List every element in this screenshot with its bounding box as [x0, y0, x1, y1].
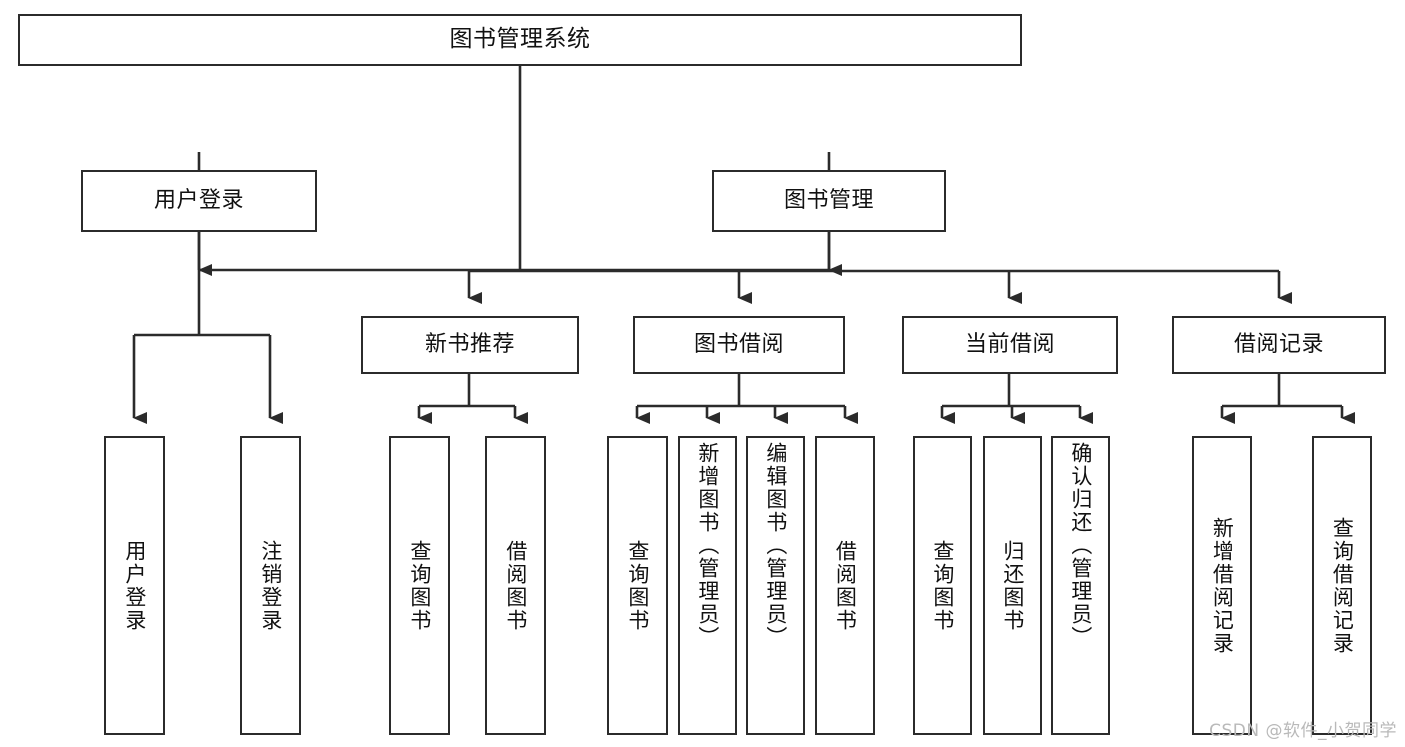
node-book-management[interactable]: 图书管理 — [712, 170, 946, 232]
csdn-watermark: CSDN @软件_小贺同学 — [1209, 721, 1397, 741]
node-leaf-borrow-book[interactable]: 借阅图书 — [815, 436, 875, 735]
node-leaf-logout-login[interactable]: 注销登录 — [240, 436, 301, 735]
node-current-borrow[interactable]: 当前借阅 — [902, 316, 1118, 374]
node-leaf-borrow-book-recommend[interactable]: 借阅图书 — [485, 436, 546, 735]
node-leaf-logout-login-label: 注销登录 — [258, 539, 283, 632]
node-leaf-query-book-recommend[interactable]: 查询图书 — [389, 436, 450, 735]
node-leaf-add-borrow-record[interactable]: 新增借阅记录 — [1192, 436, 1252, 735]
node-leaf-edit-book-admin-label: 编辑图书（管理员） — [763, 442, 788, 649]
node-root-label: 图书管理系统 — [449, 26, 591, 53]
node-leaf-add-book-admin[interactable]: 新增图书（管理员） — [678, 436, 737, 735]
node-user-login[interactable]: 用户登录 — [81, 170, 317, 232]
node-new-book-recommend[interactable]: 新书推荐 — [361, 316, 579, 374]
node-leaf-return-book[interactable]: 归还图书 — [983, 436, 1042, 735]
node-leaf-confirm-return-admin-label: 确认归还（管理员） — [1068, 442, 1093, 649]
node-leaf-edit-book-admin[interactable]: 编辑图书（管理员） — [746, 436, 805, 735]
node-leaf-borrow-book-label: 借阅图书 — [833, 539, 858, 632]
node-borrow-records-label: 借阅记录 — [1233, 331, 1324, 357]
node-leaf-add-borrow-record-label: 新增借阅记录 — [1210, 516, 1235, 655]
node-user-login-label: 用户登录 — [153, 187, 244, 213]
node-book-borrow[interactable]: 图书借阅 — [633, 316, 845, 374]
node-leaf-user-login-label: 用户登录 — [122, 539, 147, 632]
node-leaf-query-book-borrow-label: 查询图书 — [625, 539, 650, 632]
node-new-book-recommend-label: 新书推荐 — [424, 331, 515, 357]
node-leaf-query-borrow-record-label: 查询借阅记录 — [1330, 516, 1355, 655]
node-leaf-query-book-current-label: 查询图书 — [930, 539, 955, 632]
node-current-borrow-label: 当前借阅 — [964, 331, 1055, 357]
node-leaf-query-book-borrow[interactable]: 查询图书 — [607, 436, 668, 735]
node-leaf-add-book-admin-label: 新增图书（管理员） — [695, 442, 720, 649]
node-leaf-user-login[interactable]: 用户登录 — [104, 436, 165, 735]
node-leaf-confirm-return-admin[interactable]: 确认归还（管理员） — [1051, 436, 1110, 735]
node-borrow-records[interactable]: 借阅记录 — [1172, 316, 1386, 374]
node-root[interactable]: 图书管理系统 — [18, 14, 1022, 66]
node-leaf-query-borrow-record[interactable]: 查询借阅记录 — [1312, 436, 1372, 735]
node-leaf-borrow-book-recommend-label: 借阅图书 — [503, 539, 528, 632]
node-leaf-query-book-recommend-label: 查询图书 — [407, 539, 432, 632]
node-leaf-query-book-current[interactable]: 查询图书 — [913, 436, 972, 735]
node-book-management-label: 图书管理 — [783, 187, 874, 213]
node-leaf-return-book-label: 归还图书 — [1000, 539, 1025, 632]
node-book-borrow-label: 图书借阅 — [693, 331, 784, 357]
